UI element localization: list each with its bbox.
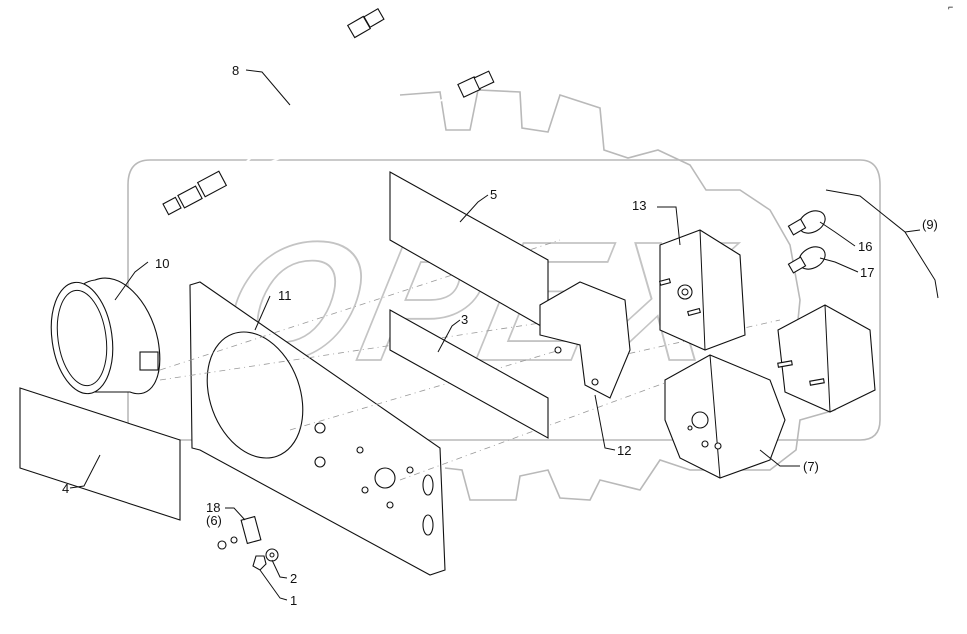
callout-9: (9) [922,217,938,232]
clip-part-18 [217,515,262,550]
callout-10: 10 [155,256,169,271]
callout-3: 3 [461,312,468,327]
callout-5: 5 [490,187,497,202]
callout-16: 16 [858,239,872,254]
callout-7: (7) [803,459,819,474]
cable-harness-part-8 [162,8,495,216]
round-lamp-part-10 [50,277,161,395]
group-bracket-9 [825,189,939,299]
callout-2: 2 [290,571,297,586]
callout-6: (6) [206,513,222,528]
cover-part-7 [664,354,786,479]
callout-8: 8 [232,63,239,78]
bracket-plate-part-11 [189,281,446,576]
callout-18: 18 [206,500,220,515]
callout-4: 4 [62,481,69,496]
leader-lines [69,69,921,601]
bulb-part-16 [787,210,826,236]
callout-1: 1 [290,593,297,608]
nut-part-1 [252,555,267,571]
l-bracket-part-12 [539,281,631,399]
corner-mark: ⌐ [948,2,953,12]
callout-11: 11 [278,288,292,303]
rear-lamp-part-13 [658,229,746,351]
reflector-part-4 [19,387,181,521]
washer-part-2 [265,548,279,562]
bulb-part-17 [787,246,826,274]
callout-17: 17 [860,265,874,280]
callout-12: 12 [617,443,631,458]
label-part-3 [389,309,549,439]
callout-13: 13 [632,198,646,213]
lamp-housing-part-9 [777,304,876,413]
